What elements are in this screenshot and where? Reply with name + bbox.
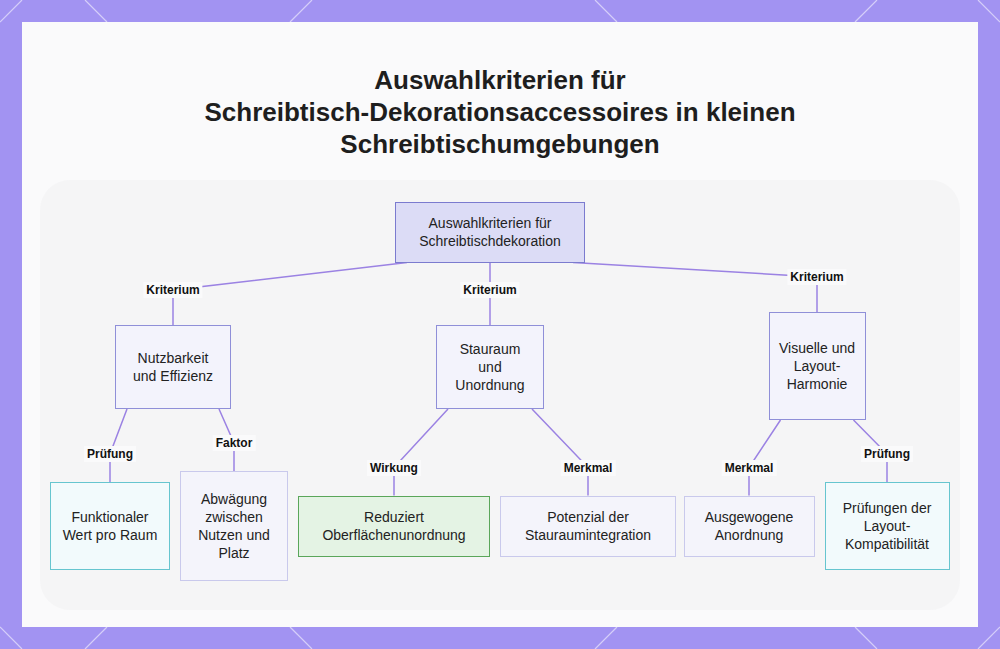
node-label: Abwägung zwischen Nutzen und Platz <box>194 490 274 562</box>
diagram-title: Auswahlkriterien für Schreibtisch-Dekora… <box>200 64 800 160</box>
edge-label: Prüfung <box>84 446 136 462</box>
node-label: Auswahlkriterien für Schreibtischdekorat… <box>405 214 575 250</box>
blurred-photo-hint <box>40 180 960 610</box>
connector <box>173 263 407 326</box>
connector <box>394 409 448 496</box>
node-label: Funktionaler Wert pro Raum <box>61 508 159 544</box>
root-box: Auswahlkriterien für Schreibtischdekorat… <box>395 202 585 263</box>
node-label: Nutzbarkeit und Effizienz <box>131 349 215 385</box>
process-box: Ausgewogene Anordnung <box>684 496 815 557</box>
edge-label: Wirkung <box>367 460 421 476</box>
process-box: Potenzial der Stauraumintegration <box>500 496 676 557</box>
node-label: Reduziert Oberflächenunordnung <box>309 508 479 544</box>
node-label: Ausgewogene Anordnung <box>697 508 801 544</box>
process-box: Nutzbarkeit und Effizienz <box>115 325 231 409</box>
edge-label: Prüfung <box>861 446 913 462</box>
process-box: Prüfungen der Layout-Kompatibilität <box>825 482 950 570</box>
node-label: Stauraum und Unordnung <box>450 340 530 394</box>
node-label: Prüfungen der Layout-Kompatibilität <box>834 499 940 553</box>
connector <box>573 263 817 313</box>
process-box: Visuelle und Layout-Harmonie <box>769 312 866 420</box>
process-box: Funktionaler Wert pro Raum <box>50 482 170 570</box>
edge-label: Kriterium <box>460 282 519 298</box>
edge-label: Merkmal <box>561 460 616 476</box>
connector <box>532 409 588 496</box>
connector <box>749 420 781 496</box>
process-box: Abwägung zwischen Nutzen und Platz <box>180 471 288 581</box>
content-panel <box>22 22 978 627</box>
node-label: Potenzial der Stauraumintegration <box>510 508 666 544</box>
node-label: Visuelle und Layout-Harmonie <box>778 339 856 393</box>
edge-label: Merkmal <box>722 460 777 476</box>
edge-label: Faktor <box>213 435 256 451</box>
edge-label: Kriterium <box>143 282 202 298</box>
edge-label: Kriterium <box>787 269 846 285</box>
process-box: Reduziert Oberflächenunordnung <box>298 496 490 557</box>
process-box: Stauraum und Unordnung <box>436 325 544 409</box>
